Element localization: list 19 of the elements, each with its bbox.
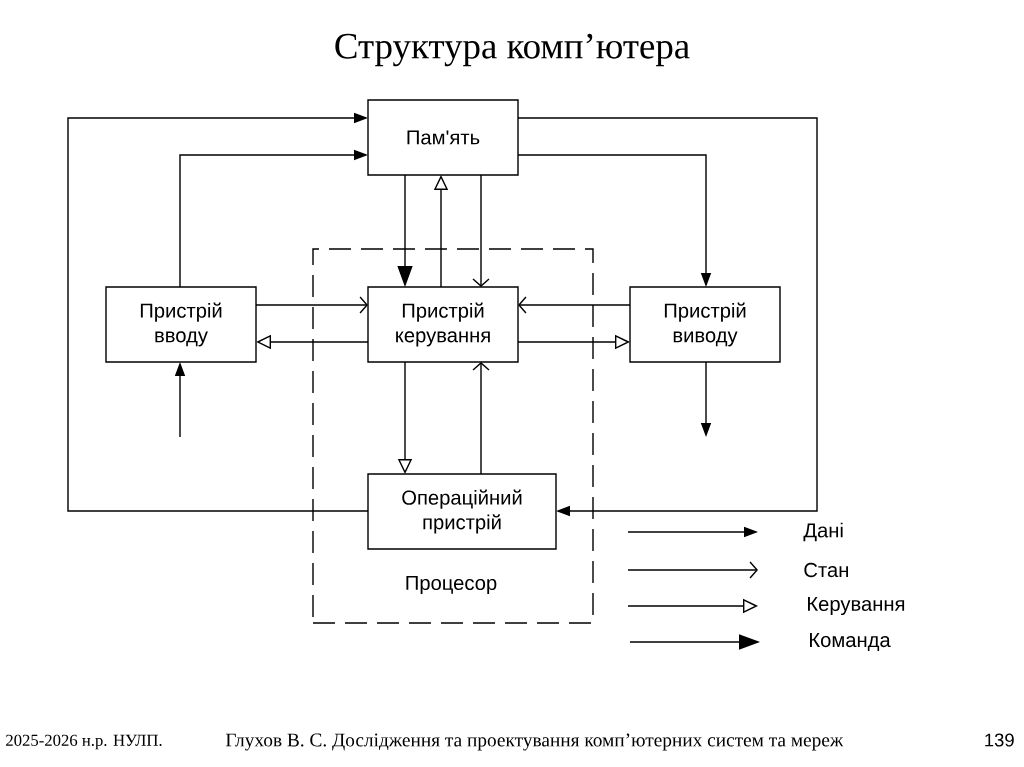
arrow	[255, 296, 368, 314]
arrow	[67, 112, 369, 512]
arrow	[517, 117, 818, 517]
device-box: Пристрій вводу	[105, 286, 257, 363]
arrow	[472, 174, 490, 287]
device-box: Пристрій виводу	[629, 286, 781, 363]
footer-text: Глухов В. С. Дослідження та проектування комп’ютерних систем та мереж	[225, 733, 844, 751]
footer-text: 139	[985, 733, 1014, 747]
footer-text: 2025-2026 н.р. НУЛП.	[6, 734, 162, 750]
legend-label: Команда	[810, 633, 891, 651]
legend-label: Стан	[804, 562, 848, 578]
arrow	[518, 296, 631, 314]
device-box: Операційний пристрій	[367, 473, 557, 550]
device-box: Пам'ять	[367, 99, 519, 176]
title: Структура комп’ютера	[335, 33, 690, 67]
legend-label: Керування	[808, 596, 905, 616]
legend-label: Дані	[803, 522, 843, 542]
device-box: Пристрій керування	[367, 286, 519, 363]
arrow	[472, 362, 490, 475]
